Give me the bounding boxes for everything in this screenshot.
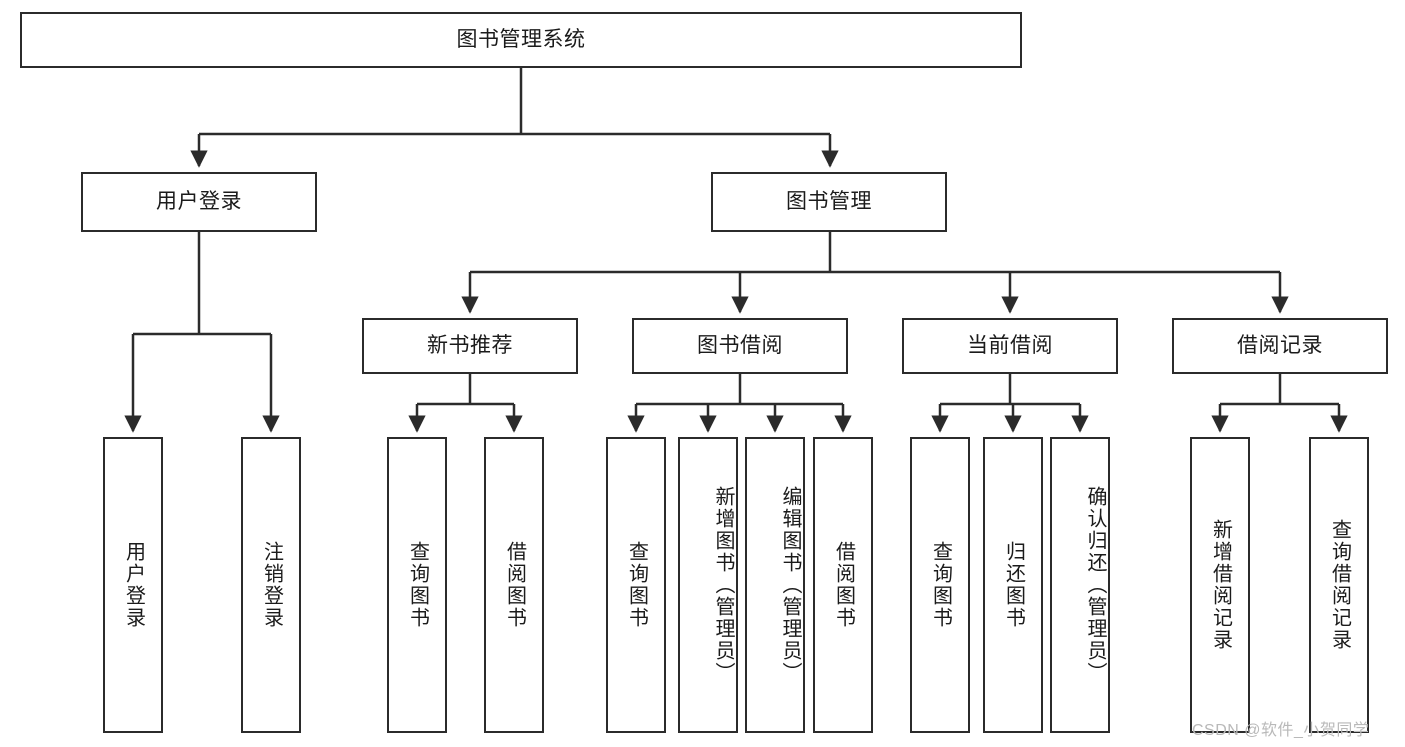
leaf-query-borrow-record[interactable]: 查询借阅记录 [1309,437,1369,733]
leaf-user-login[interactable]: 用户登录 [103,437,163,733]
leaf-add-borrow-record[interactable]: 新增借阅记录 [1190,437,1250,733]
leaf-logout[interactable]: 注销登录 [241,437,301,733]
leaf-query-book-current[interactable]: 查询图书 [910,437,970,733]
node-user-login[interactable]: 用户登录 [81,172,317,232]
leaf-borrow-book-recommend[interactable]: 借阅图书 [484,437,544,733]
leaf-edit-book-admin[interactable]: 编辑图书（管理员） [745,437,805,733]
leaf-return-book[interactable]: 归还图书 [983,437,1043,733]
node-borrow-record[interactable]: 借阅记录 [1172,318,1388,374]
node-book-management[interactable]: 图书管理 [711,172,947,232]
node-current-borrow[interactable]: 当前借阅 [902,318,1118,374]
leaf-add-book-admin[interactable]: 新增图书（管理员） [678,437,738,733]
leaf-query-book-borrow[interactable]: 查询图书 [606,437,666,733]
leaf-query-book-recommend[interactable]: 查询图书 [387,437,447,733]
node-new-book-recommend[interactable]: 新书推荐 [362,318,578,374]
node-root[interactable]: 图书管理系统 [20,12,1022,68]
node-book-borrow[interactable]: 图书借阅 [632,318,848,374]
leaf-confirm-return-admin[interactable]: 确认归还（管理员） [1050,437,1110,733]
csdn-watermark: CSDN @软件_小贺同学 [1192,722,1370,739]
leaf-borrow-book[interactable]: 借阅图书 [813,437,873,733]
